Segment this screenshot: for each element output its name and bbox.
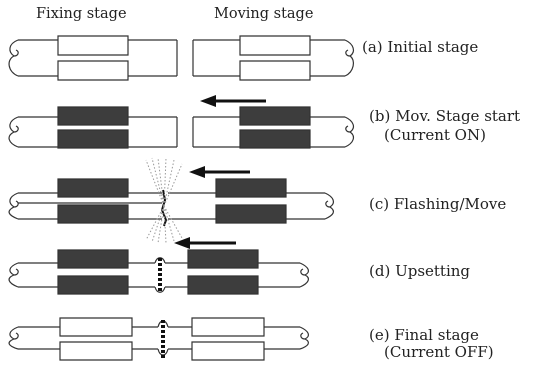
moving-rod-end (345, 40, 353, 76)
moving-lower-clamp-e (192, 342, 264, 360)
fixing-upper-clamp-on (58, 107, 128, 125)
arrow-d (174, 237, 236, 249)
step-e-illustration (9, 318, 308, 360)
fixing-lower-clamp-c (58, 205, 128, 223)
fixing-lower-clamp-e (60, 342, 132, 360)
moving-upper-clamp-on (240, 107, 310, 125)
step-b-sublabel: (Current ON) (384, 126, 486, 144)
moving-upper-clamp-c (216, 179, 286, 197)
step-a-illustration (9, 36, 353, 80)
move-arrows (174, 95, 266, 249)
fixing-upper-clamp (58, 36, 128, 55)
fixing-lower-clamp-d (58, 276, 128, 294)
upset-bulge (155, 258, 165, 293)
fixing-rod-end (9, 40, 18, 76)
fixing-stage-header: Fixing stage (36, 6, 127, 22)
flash-sparks (146, 158, 182, 243)
moving-upper-clamp-e (192, 318, 264, 336)
step-a-label: (a) Initial stage (362, 38, 479, 56)
step-c-label: (c) Flashing/Move (369, 195, 507, 213)
moving-upper-clamp (240, 36, 310, 55)
arrow-c (189, 166, 250, 178)
fixing-lower-clamp (58, 61, 128, 80)
moving-stage-header: Moving stage (214, 6, 314, 22)
fixing-upper-clamp-c (58, 179, 128, 197)
step-c-illustration (9, 179, 333, 226)
fixing-lower-clamp-on (58, 130, 128, 148)
moving-upper-clamp-d (188, 250, 258, 268)
step-d-illustration (9, 250, 308, 294)
step-e-sublabel: (Current OFF) (384, 343, 494, 361)
step-b-illustration (9, 107, 353, 148)
moving-lower-clamp-d (188, 276, 258, 294)
moving-lower-clamp-on (240, 130, 310, 148)
step-d-label: (d) Upsetting (369, 262, 471, 280)
fixing-upper-clamp-e (60, 318, 132, 336)
step-e-label: (e) Final stage (369, 326, 479, 344)
moving-lower-clamp (240, 61, 310, 80)
moving-lower-clamp-c (216, 205, 286, 223)
arrow-b (200, 95, 266, 107)
step-b-label: (b) Mov. Stage start (369, 107, 521, 125)
fixing-upper-clamp-d (58, 250, 128, 268)
